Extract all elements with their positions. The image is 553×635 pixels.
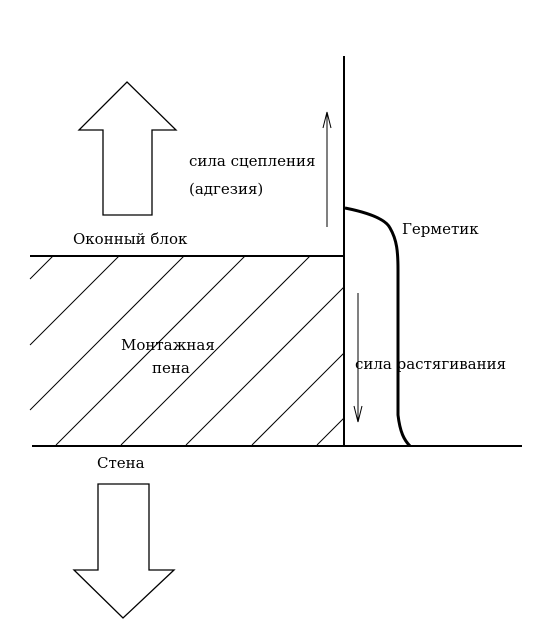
adhesion-force-arrow [322,111,332,227]
wall-down-arrow [72,483,176,619]
sealant-bead [344,206,412,448]
tension-label: сила растягивания [355,355,506,373]
window-block-up-arrow [77,81,178,216]
adhesion-label-line1: сила сцепления [189,152,315,170]
window-block-label: Оконный блок [73,230,188,248]
adhesion-label-line2: (адгезия) [189,180,263,198]
sealant-label: Герметик [402,220,479,238]
mounting-foam-hatching [29,255,345,446]
foam-label-line1: Монтажная [121,336,215,354]
tension-force-arrow [353,293,363,423]
wall-label: Стена [97,454,145,472]
foam-label-line2: пена [152,359,190,377]
